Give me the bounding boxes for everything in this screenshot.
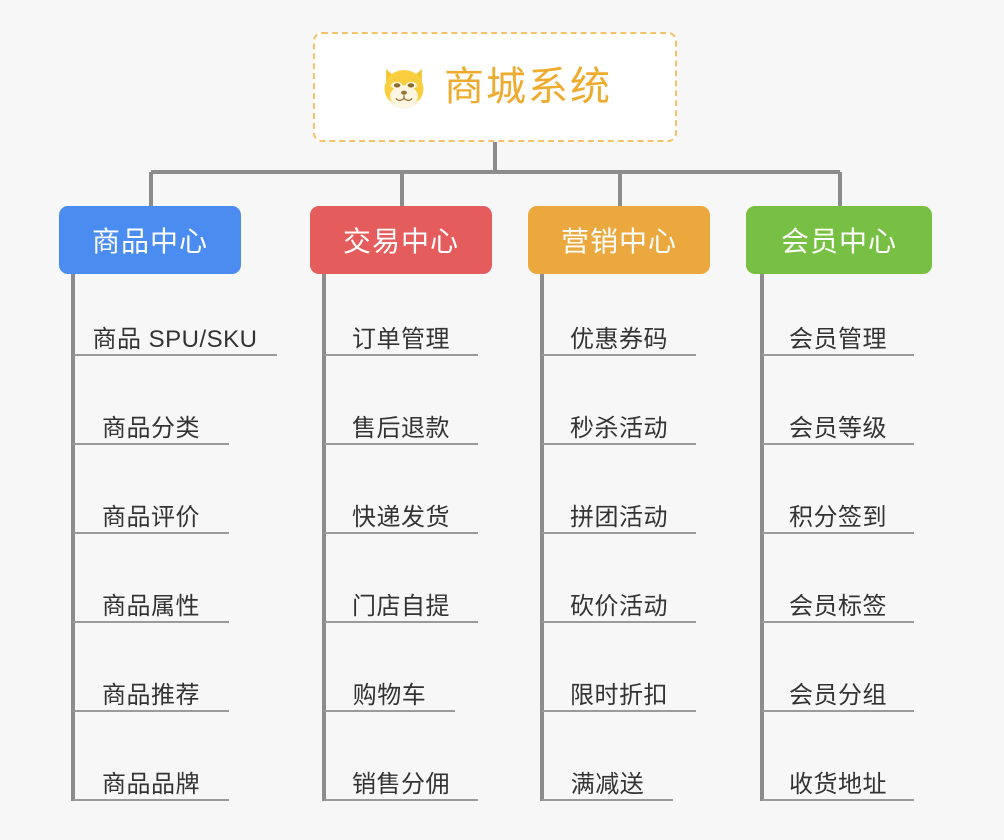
dog-face-icon xyxy=(378,61,430,113)
root-node[interactable]: 商城系统 xyxy=(313,32,677,142)
leaf-item-label: 商品属性 xyxy=(102,592,200,620)
leaf-item-label: 商品品牌 xyxy=(102,770,200,798)
leaf-item-label: 砍价活动 xyxy=(570,592,668,620)
leaf-item[interactable]: 门店自提 xyxy=(324,579,478,623)
leaf-item-label: 收货地址 xyxy=(789,770,887,798)
leaf-item[interactable]: 会员等级 xyxy=(762,401,914,445)
leaf-item-label: 商品 SPU/SKU xyxy=(92,325,258,353)
leaf-item[interactable]: 快递发货 xyxy=(324,490,478,534)
leaf-item[interactable]: 会员分组 xyxy=(762,668,914,712)
leaf-item[interactable]: 订单管理 xyxy=(324,312,478,356)
category-box-2[interactable]: 营销中心 xyxy=(528,206,710,274)
leaf-item[interactable]: 收货地址 xyxy=(762,757,914,801)
leaf-item[interactable]: 满减送 xyxy=(542,757,673,801)
leaf-item-label: 商品推荐 xyxy=(102,681,200,709)
leaf-item-label: 订单管理 xyxy=(352,325,450,353)
category-title: 交易中心 xyxy=(342,226,459,257)
leaf-item[interactable]: 商品分类 xyxy=(73,401,229,445)
leaf-item-label: 售后退款 xyxy=(352,414,450,442)
leaf-item[interactable]: 商品品牌 xyxy=(73,757,229,801)
leaf-item[interactable]: 积分签到 xyxy=(762,490,914,534)
leaf-item-label: 商品分类 xyxy=(102,414,200,442)
leaf-item[interactable]: 销售分佣 xyxy=(324,757,478,801)
leaf-item-label: 销售分佣 xyxy=(352,770,450,798)
leaf-item-label: 门店自提 xyxy=(352,592,450,620)
leaf-item[interactable]: 商品评价 xyxy=(73,490,229,534)
category-title: 会员中心 xyxy=(780,226,897,257)
leaf-item-label: 会员标签 xyxy=(789,592,887,620)
leaf-item-label: 满减送 xyxy=(570,770,645,798)
leaf-item-label: 会员管理 xyxy=(789,325,887,353)
leaf-item[interactable]: 砍价活动 xyxy=(542,579,696,623)
category-title: 营销中心 xyxy=(560,226,677,257)
leaf-item[interactable]: 售后退款 xyxy=(324,401,478,445)
leaf-item-label: 会员分组 xyxy=(789,681,887,709)
leaf-item-label: 优惠券码 xyxy=(570,325,668,353)
leaf-item-label: 商品评价 xyxy=(102,503,200,531)
category-box-3[interactable]: 会员中心 xyxy=(746,206,932,274)
category-box-1[interactable]: 交易中心 xyxy=(310,206,492,274)
leaf-item[interactable]: 商品 SPU/SKU xyxy=(73,312,277,356)
leaf-item-label: 秒杀活动 xyxy=(570,414,668,442)
leaf-item-label: 会员等级 xyxy=(789,414,887,442)
category-box-0[interactable]: 商品中心 xyxy=(59,206,241,274)
leaf-item[interactable]: 会员标签 xyxy=(762,579,914,623)
leaf-item-label: 积分签到 xyxy=(789,503,887,531)
category-title: 商品中心 xyxy=(91,226,208,257)
leaf-item-label: 限时折扣 xyxy=(570,681,668,709)
leaf-item[interactable]: 会员管理 xyxy=(762,312,914,356)
leaf-item[interactable]: 限时折扣 xyxy=(542,668,696,712)
leaf-item-label: 快递发货 xyxy=(352,503,450,531)
root-title: 商城系统 xyxy=(444,65,612,109)
leaf-item-label: 购物车 xyxy=(352,681,427,709)
leaf-item[interactable]: 优惠券码 xyxy=(542,312,696,356)
leaf-item[interactable]: 购物车 xyxy=(324,668,455,712)
leaf-item[interactable]: 秒杀活动 xyxy=(542,401,696,445)
leaf-item[interactable]: 商品推荐 xyxy=(73,668,229,712)
leaf-item[interactable]: 拼团活动 xyxy=(542,490,696,534)
leaf-item[interactable]: 商品属性 xyxy=(73,579,229,623)
leaf-item-label: 拼团活动 xyxy=(570,503,668,531)
